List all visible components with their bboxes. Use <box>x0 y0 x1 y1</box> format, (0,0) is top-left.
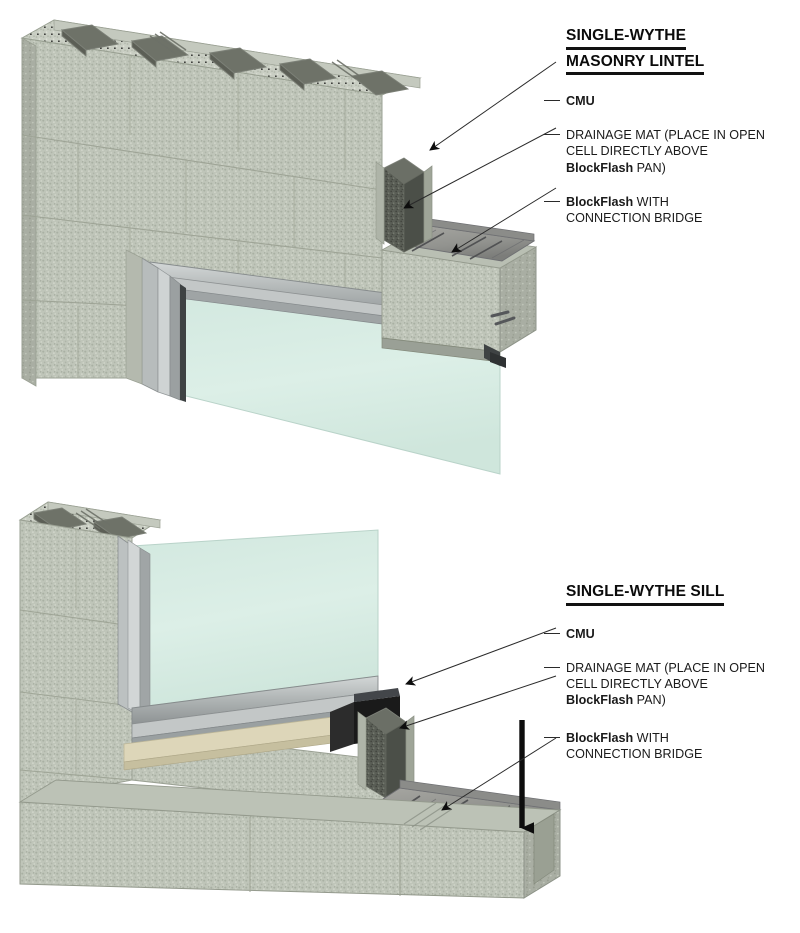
lintel-drainage-line-3-rest: PAN) <box>633 160 666 175</box>
leader-blockflash <box>441 737 557 811</box>
sill-isometric-figure <box>18 501 562 899</box>
connection-bridge <box>411 232 503 260</box>
window-sill-and-glass <box>117 529 400 771</box>
sill-callout-blockflash: BlockFlash WITH CONNECTION BRIDGE <box>544 730 800 762</box>
brand-blockflash: BlockFlash <box>566 160 634 175</box>
open-cells-top-course <box>20 19 422 96</box>
lintel-callout-stack: SINGLE-WYTHE MASONRY LINTEL CMU DRAINAGE… <box>544 26 800 240</box>
sill-drainage-line-1: DRAINAGE MAT (PLACE IN OPEN <box>566 660 765 675</box>
lintel-callout-cmu: CMU <box>544 93 800 109</box>
leader-stub-icon <box>544 666 560 668</box>
lintel-isometric-figure <box>20 19 557 475</box>
leader-drainage-mat <box>403 127 557 209</box>
leader-stub-icon <box>544 737 560 739</box>
lintel-leader-lines <box>403 61 557 253</box>
sill-leader-lines <box>399 627 557 811</box>
leader-cmu <box>405 627 557 686</box>
leader-blockflash <box>451 187 557 253</box>
lintel-title: SINGLE-WYTHE MASONRY LINTEL <box>566 26 800 77</box>
leader-stub-icon <box>544 200 560 202</box>
sill-blockflash-line-1: BlockFlash WITH <box>566 730 800 746</box>
sill-title-line-1: SINGLE-WYTHE SILL <box>566 582 725 606</box>
sill-callout-drainage-mat: DRAINAGE MAT (PLACE IN OPEN CELL DIRECTL… <box>544 660 800 708</box>
sill-title: SINGLE-WYTHE SILL <box>566 582 800 608</box>
lintel-drainage-line-3: BlockFlash PAN) <box>566 160 800 176</box>
lintel-callout-blockflash: BlockFlash WITH CONNECTION BRIDGE <box>544 194 800 226</box>
sill-callout-stack: SINGLE-WYTHE SILL CMU DRAINAGE MAT (PLAC… <box>544 582 800 776</box>
sill-drainage-line-3-rest: PAN) <box>633 692 666 707</box>
drainage-mat-in-cell <box>357 707 415 799</box>
lintel-callout-drainage-mat: DRAINAGE MAT (PLACE IN OPEN CELL DIRECTL… <box>544 127 800 176</box>
lintel-title-line-1: SINGLE-WYTHE <box>566 26 687 50</box>
sill-blockflash-line-1-rest: WITH <box>633 731 669 746</box>
open-cells-top-course <box>18 501 162 546</box>
lintel-callout-cmu-text: CMU <box>566 94 595 109</box>
lintel-drainage-line-1: DRAINAGE MAT (PLACE IN OPEN <box>566 128 765 143</box>
lintel-drainage-line-2: CELL DIRECTLY ABOVE <box>566 144 708 159</box>
leader-cmu <box>429 61 557 151</box>
sill-drainage-line-3: BlockFlash PAN) <box>566 692 800 708</box>
sill-detail-panel: SINGLE-WYTHE SILL CMU DRAINAGE MAT (PLAC… <box>0 480 800 933</box>
lintel-blockflash-line-1: BlockFlash WITH <box>566 194 800 210</box>
leader-drainage-mat <box>399 675 557 730</box>
lintel-blockflash-line-1-rest: WITH <box>633 194 669 209</box>
leader-stub-icon <box>544 134 560 136</box>
lintel-detail-panel: SINGLE-WYTHE MASONRY LINTEL CMU DRAINAGE… <box>20 19 800 475</box>
sill-callout-cmu: CMU <box>544 626 800 642</box>
bottom-course-assembly <box>18 779 562 899</box>
brand-blockflash: BlockFlash <box>566 731 634 746</box>
lintel-title-line-2: MASONRY LINTEL <box>566 52 705 76</box>
brand-blockflash: BlockFlash <box>566 692 634 707</box>
weep-tabs <box>490 310 516 326</box>
sill-drainage-line-2: CELL DIRECTLY ABOVE <box>566 676 708 691</box>
drainage-mat-in-cell <box>375 157 433 253</box>
brand-blockflash: BlockFlash <box>566 194 634 209</box>
lintel-blockflash-line-2: CONNECTION BRIDGE <box>566 210 703 225</box>
sill-blockflash-line-2: CONNECTION BRIDGE <box>566 747 703 762</box>
leader-stub-icon <box>544 632 560 634</box>
leader-stub-icon <box>544 100 560 102</box>
sill-callout-cmu-text: CMU <box>566 626 595 641</box>
